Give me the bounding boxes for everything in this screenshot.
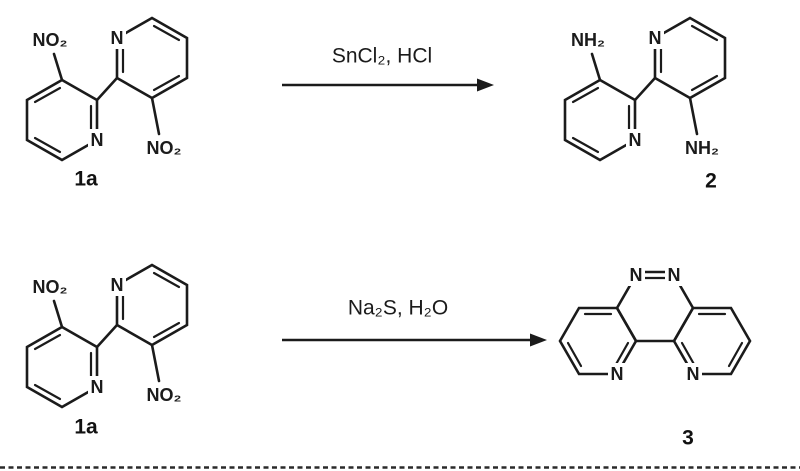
label-mask [608,363,626,385]
compound-number-3: 3 [682,427,694,450]
label-mask [684,363,702,385]
label-mask [142,136,186,160]
azo-nitrogen-label: N [668,265,681,285]
pyridine-nitrogen-label: N [611,364,624,384]
structure-3: N N N N 3 [558,264,752,450]
pyridine-nitrogen-label: N [111,28,124,48]
label-mask [88,376,106,398]
compound-number-1a: 1a [74,168,98,191]
label-mask [626,129,644,151]
arrow-head [477,78,494,92]
nitro-group-label: NO₂ [147,138,182,158]
nitro-group-label: NO₂ [33,277,68,297]
reagents-label-2: Na₂S, H₂O [348,297,448,320]
label-mask [627,264,645,286]
compound-number-2: 2 [705,170,717,193]
label-mask [680,136,724,160]
label-mask [108,27,126,49]
label-mask [142,383,186,407]
label-mask [566,28,610,52]
label-mask [28,28,72,52]
pyridine-nitrogen-label: N [91,377,104,397]
label-mask [28,275,72,299]
pyridine-nitrogen-label: N [91,130,104,150]
pyridine-nitrogen-label: N [111,275,124,295]
reagents-label-1: SnCl₂, HCl [332,45,432,68]
azo-nitrogen-label: N [630,265,643,285]
pyridine-nitrogen-label: N [687,364,700,384]
nitro-group-label: NO₂ [147,385,182,405]
arrow-head [530,333,547,347]
structure-2: NH₂ N N NH₂ 2 [563,16,727,193]
label-mask [646,27,664,49]
label-mask [88,129,106,151]
pyridine-nitrogen-label: N [649,28,662,48]
nitro-group-label: NO₂ [33,30,68,50]
pyridine-nitrogen-label: N [629,130,642,150]
reaction-arrow-1: SnCl₂, HCl [282,45,494,92]
label-mask [665,264,683,286]
amino-group-label: NH₂ [571,30,605,50]
amino-group-label: NH₂ [685,138,719,158]
structure-1a-top: NO₂ N N NO₂ 1a [25,16,189,191]
reaction-arrow-2: Na₂S, H₂O [282,297,547,347]
structure-1a-bottom: NO₂ N N NO₂ 1a [25,263,189,439]
compound-number-1a: 1a [74,416,98,439]
label-mask [108,274,126,296]
